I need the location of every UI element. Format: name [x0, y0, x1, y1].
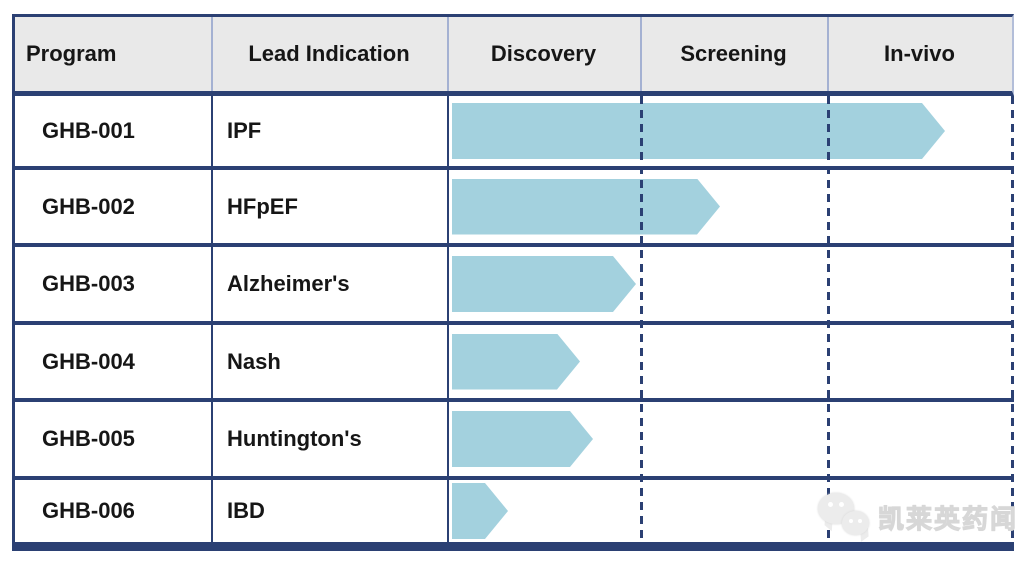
- wechat-eye: [858, 519, 862, 523]
- watermark: 凯莱英药闻: [816, 490, 1018, 544]
- program-label: GHB-004: [42, 348, 135, 374]
- header-cell-indication: Lead Indication: [248, 41, 410, 66]
- indication-label: Huntington's: [227, 426, 362, 451]
- table-body: GHB-001 IPF GHB-002 HFpEF GHB-003 Alzhei…: [12, 96, 1014, 551]
- column-divider: [447, 96, 449, 546]
- pipeline-table: Program Lead Indication Discovery Screen…: [12, 14, 1014, 551]
- wechat-small-bubble: [842, 511, 869, 535]
- program-label: GHB-002: [42, 193, 135, 219]
- indication-label: HFpEF: [227, 193, 298, 219]
- table-right-edge-dashed: [1011, 96, 1014, 546]
- table-row: GHB-004 Nash: [15, 325, 1014, 402]
- column-divider: [211, 96, 213, 546]
- program-label: GHB-006: [42, 498, 135, 523]
- wechat-eye: [828, 502, 833, 507]
- table-header: Program Lead Indication Discovery Screen…: [12, 14, 1014, 96]
- table-row: GHB-001 IPF: [15, 96, 1014, 170]
- indication-label: IPF: [227, 118, 262, 143]
- header-divider: [827, 17, 829, 91]
- progress-bar: [452, 334, 580, 390]
- progress-bar: [452, 179, 720, 235]
- header-cell-program: Program: [26, 41, 117, 66]
- header-cell-discovery: Discovery: [490, 41, 597, 66]
- wechat-eye: [839, 502, 844, 507]
- header-divider: [211, 17, 213, 91]
- stage-boundary-dashed: [640, 96, 643, 546]
- indication-label: Nash: [227, 348, 281, 374]
- indication-label: Alzheimer's: [227, 271, 350, 296]
- header-divider: [640, 17, 642, 91]
- header-divider: [447, 17, 449, 91]
- indication-label: IBD: [227, 498, 265, 523]
- program-label: GHB-001: [42, 118, 135, 143]
- table-row: GHB-002 HFpEF: [15, 170, 1014, 247]
- table-row: GHB-006 IBD: [15, 480, 1014, 546]
- wechat-eye: [849, 519, 853, 523]
- progress-bar: [452, 411, 593, 467]
- table-row: GHB-003 Alzheimer's: [15, 247, 1014, 325]
- watermark-text: 凯莱英药闻: [877, 504, 1019, 535]
- progress-bar: [452, 256, 636, 312]
- wechat-icon: [816, 490, 870, 544]
- header-cell-screening: Screening: [680, 41, 787, 66]
- progress-bar: [452, 103, 945, 159]
- progress-bar: [452, 483, 508, 539]
- header-cell-invivo: In-vivo: [884, 41, 955, 66]
- program-label: GHB-003: [42, 271, 135, 296]
- stage-boundary-dashed: [827, 96, 830, 546]
- table-row: GHB-005 Huntington's: [15, 402, 1014, 480]
- program-label: GHB-005: [42, 426, 135, 451]
